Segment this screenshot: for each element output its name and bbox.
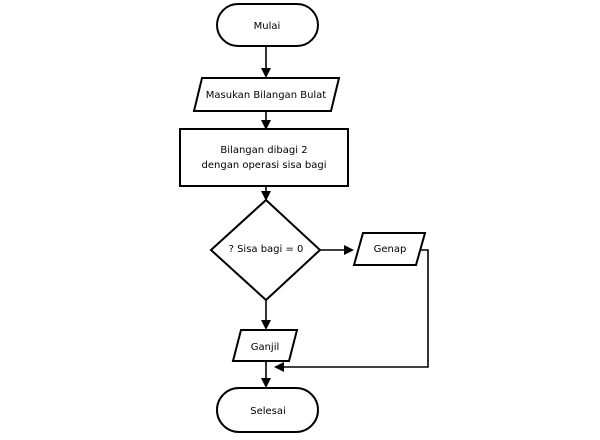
output-odd-node: Ganjil xyxy=(231,329,299,362)
output-even-node: Genap xyxy=(352,232,427,266)
output-even-label: Genap xyxy=(374,244,407,255)
edge-even-to-end xyxy=(274,249,429,372)
decision-label: ? Sisa bagi = 0 xyxy=(229,244,304,255)
process-node: Bilangan dibagi 2 dengan operasi sisa ba… xyxy=(179,128,349,187)
process-label-line2: dengan operasi sisa bagi xyxy=(202,160,327,171)
process-label-line1: Bilangan dibagi 2 xyxy=(220,145,307,156)
decision-node: ? Sisa bagi = 0 xyxy=(209,198,322,302)
start-label: Mulai xyxy=(254,21,281,32)
output-odd-label: Ganjil xyxy=(251,342,280,353)
start-node: Mulai xyxy=(216,3,319,47)
end-label: Selesai xyxy=(250,406,286,417)
input-node: Masukan Bilangan Bulat xyxy=(192,77,341,112)
input-label: Masukan Bilangan Bulat xyxy=(206,90,327,101)
end-node: Selesai xyxy=(216,387,319,433)
